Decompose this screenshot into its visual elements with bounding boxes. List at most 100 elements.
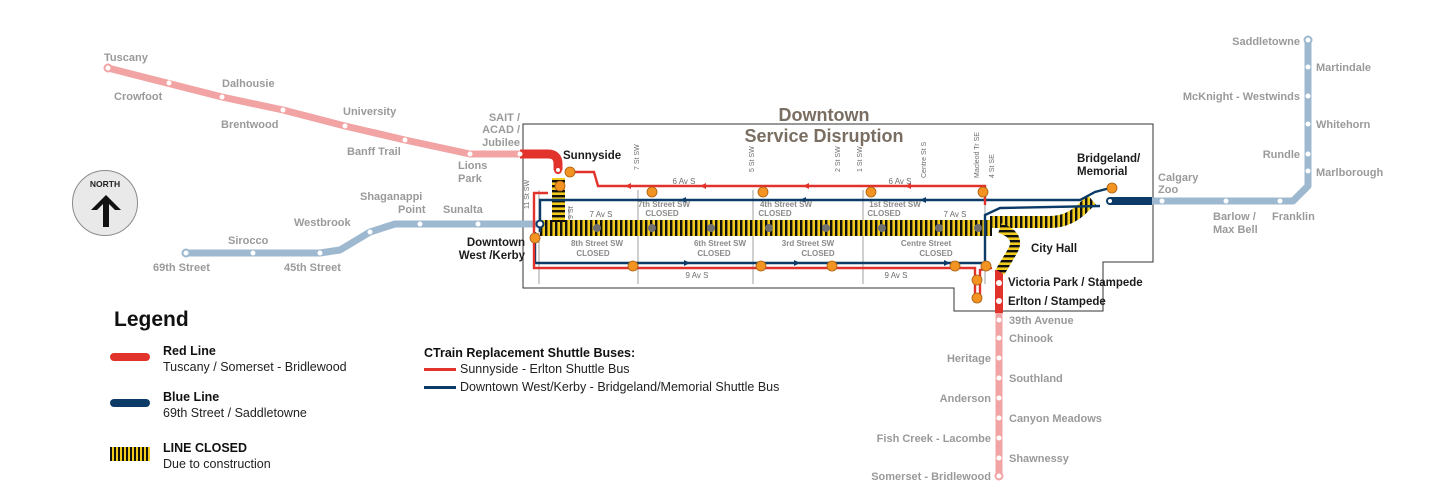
blue-line-ne-open bbox=[1146, 36, 1312, 205]
station-westbrook: Westbrook bbox=[294, 217, 352, 229]
station-sait-3: Jubilee bbox=[482, 137, 520, 149]
red-line-active-nw bbox=[520, 149, 563, 170]
north-arrow-icon bbox=[91, 195, 121, 227]
line-closed-swatch bbox=[110, 447, 150, 461]
shuttle-red-swatch bbox=[424, 368, 456, 372]
station-calgary-zoo-2: Zoo bbox=[1158, 184, 1178, 196]
station-sunalta: Sunalta bbox=[443, 204, 484, 216]
closed-track-south bbox=[995, 223, 1020, 275]
disruption-zone-outline bbox=[522, 123, 1154, 312]
closed-track-east bbox=[990, 195, 1096, 228]
title-line-1: Downtown bbox=[779, 105, 870, 125]
street-11st: 11 St SW bbox=[524, 180, 531, 209]
station-4th-street: 4th Street SW bbox=[760, 200, 812, 209]
street-9av-2: 9 Av S bbox=[885, 271, 908, 280]
station-1st-street: 1st Street SW bbox=[869, 200, 921, 209]
legend-shuttle-red: Sunnyside - Erlton Shuttle Bus bbox=[424, 362, 630, 376]
station-heritage: Heritage bbox=[947, 353, 991, 365]
station-saddletowne: Saddletowne bbox=[1232, 36, 1300, 48]
station-mcknight: McKnight - Westwinds bbox=[1183, 91, 1300, 103]
station-southland: Southland bbox=[1009, 373, 1063, 385]
legend-closed-title: LINE CLOSED bbox=[163, 441, 248, 455]
station-victoria-park: Victoria Park / Stampede bbox=[1008, 277, 1143, 289]
station-lions-park-1: Lions bbox=[458, 160, 487, 172]
legend-blue-sub: 69th Street / Saddletowne bbox=[163, 406, 307, 420]
station-barlow-2: Max Bell bbox=[1213, 224, 1258, 236]
street-7av-1: 7 Av S bbox=[590, 210, 613, 219]
street-1st: 1 St SW bbox=[857, 146, 864, 172]
station-6th-street: 6th Street SW bbox=[694, 239, 746, 248]
station-centre-street: Centre Street bbox=[901, 239, 952, 248]
station-sait-1: SAIT / bbox=[489, 112, 520, 124]
street-2st: 2 St SW bbox=[835, 146, 842, 172]
station-bridgeland-2: Memorial bbox=[1077, 166, 1128, 178]
station-sunnyside: Sunnyside bbox=[563, 150, 621, 162]
street-4st-se: 4 St SE bbox=[989, 154, 996, 178]
station-brentwood: Brentwood bbox=[221, 119, 278, 131]
legend-red-title: Red Line bbox=[163, 344, 216, 358]
legend-blue-title: Blue Line bbox=[163, 390, 220, 404]
legend: Legend Red Line Tuscany / Somerset - Bri… bbox=[108, 308, 828, 478]
station-3rd-street: 3rd Street SW bbox=[782, 239, 835, 248]
closed-stations bbox=[593, 224, 982, 232]
station-university: University bbox=[343, 106, 397, 118]
station-45th-street: 45th Street bbox=[284, 262, 341, 274]
station-somerset: Somerset - Bridlewood bbox=[871, 471, 991, 483]
station-whitehorn: Whitehorn bbox=[1316, 119, 1371, 131]
street-5st: 5 St SW bbox=[749, 146, 756, 172]
station-anderson: Anderson bbox=[940, 393, 992, 405]
closed-7th: CLOSED bbox=[645, 209, 679, 218]
station-shaganappi-2: Point bbox=[398, 204, 426, 216]
closed-1st: CLOSED bbox=[867, 209, 901, 218]
street-6av-2: 6 Av S bbox=[889, 177, 912, 186]
closed-4th: CLOSED bbox=[758, 209, 792, 218]
station-downtown-west-1: Downtown bbox=[467, 237, 525, 249]
shuttle-arrows bbox=[625, 183, 911, 189]
legend-shuttle-red-label: Sunnyside - Erlton Shuttle Bus bbox=[460, 362, 630, 376]
legend-closed-sub: Due to construction bbox=[163, 457, 271, 471]
street-macleod: Macleod Tr SE bbox=[974, 132, 981, 178]
street-9st: 9 St bbox=[568, 206, 575, 219]
red-line-swatch bbox=[110, 353, 150, 361]
blue-line-swatch bbox=[110, 399, 150, 407]
station-lions-park-2: Park bbox=[458, 173, 483, 185]
station-fish-creek: Fish Creek - Lacombe bbox=[877, 433, 991, 445]
closed-8th: CLOSED bbox=[576, 249, 610, 258]
street-7st: 7 St SW bbox=[634, 144, 641, 170]
station-dalhousie: Dalhousie bbox=[222, 78, 275, 90]
station-shawnessy: Shawnessy bbox=[1009, 453, 1070, 465]
station-39th-avenue: 39th Avenue bbox=[1009, 315, 1074, 327]
station-erlton: Erlton / Stampede bbox=[1008, 296, 1106, 308]
station-calgary-zoo-1: Calgary bbox=[1158, 172, 1199, 184]
station-franklin: Franklin bbox=[1272, 211, 1315, 223]
station-8th-street: 8th Street SW bbox=[571, 239, 623, 248]
closed-centre: CLOSED bbox=[919, 249, 953, 258]
station-chinook: Chinook bbox=[1009, 333, 1054, 345]
north-compass: NORTH bbox=[72, 170, 138, 236]
station-banff-trail: Banff Trail bbox=[347, 146, 401, 158]
station-bridgeland-1: Bridgeland/ bbox=[1077, 153, 1141, 165]
station-barlow-1: Barlow / bbox=[1213, 211, 1256, 223]
station-crowfoot: Crowfoot bbox=[114, 91, 163, 103]
legend-shuttle-heading: CTrain Replacement Shuttle Buses: bbox=[424, 346, 636, 360]
street-centre: Centre St S bbox=[921, 141, 928, 178]
legend-red-sub: Tuscany / Somerset - Bridlewood bbox=[163, 360, 347, 374]
street-7av-2: 7 Av S bbox=[944, 210, 967, 219]
legend-title: Legend bbox=[114, 308, 189, 331]
station-marlborough: Marlborough bbox=[1316, 167, 1383, 179]
station-downtown-west-2: West /Kerby bbox=[459, 250, 526, 262]
closed-3rd: CLOSED bbox=[801, 249, 835, 258]
station-69th-street: 69th Street bbox=[153, 262, 210, 274]
legend-shuttle-blue-label: Downtown West/Kerby - Bridgeland/Memoria… bbox=[460, 380, 780, 394]
station-sait-2: ACAD / bbox=[482, 124, 520, 136]
north-label: NORTH bbox=[89, 179, 121, 189]
street-9av-1: 9 Av S bbox=[686, 271, 709, 280]
station-rundle: Rundle bbox=[1263, 149, 1300, 161]
station-city-hall: City Hall bbox=[1031, 243, 1077, 255]
shuttle-stops bbox=[529, 166, 1118, 304]
shuttle-arrows-blue bbox=[680, 197, 950, 266]
legend-shuttle-blue: Downtown West/Kerby - Bridgeland/Memoria… bbox=[424, 380, 779, 394]
title-line-2: Service Disruption bbox=[744, 126, 903, 146]
station-sirocco: Sirocco bbox=[228, 235, 269, 247]
station-7th-street: 7th Street SW bbox=[638, 200, 690, 209]
